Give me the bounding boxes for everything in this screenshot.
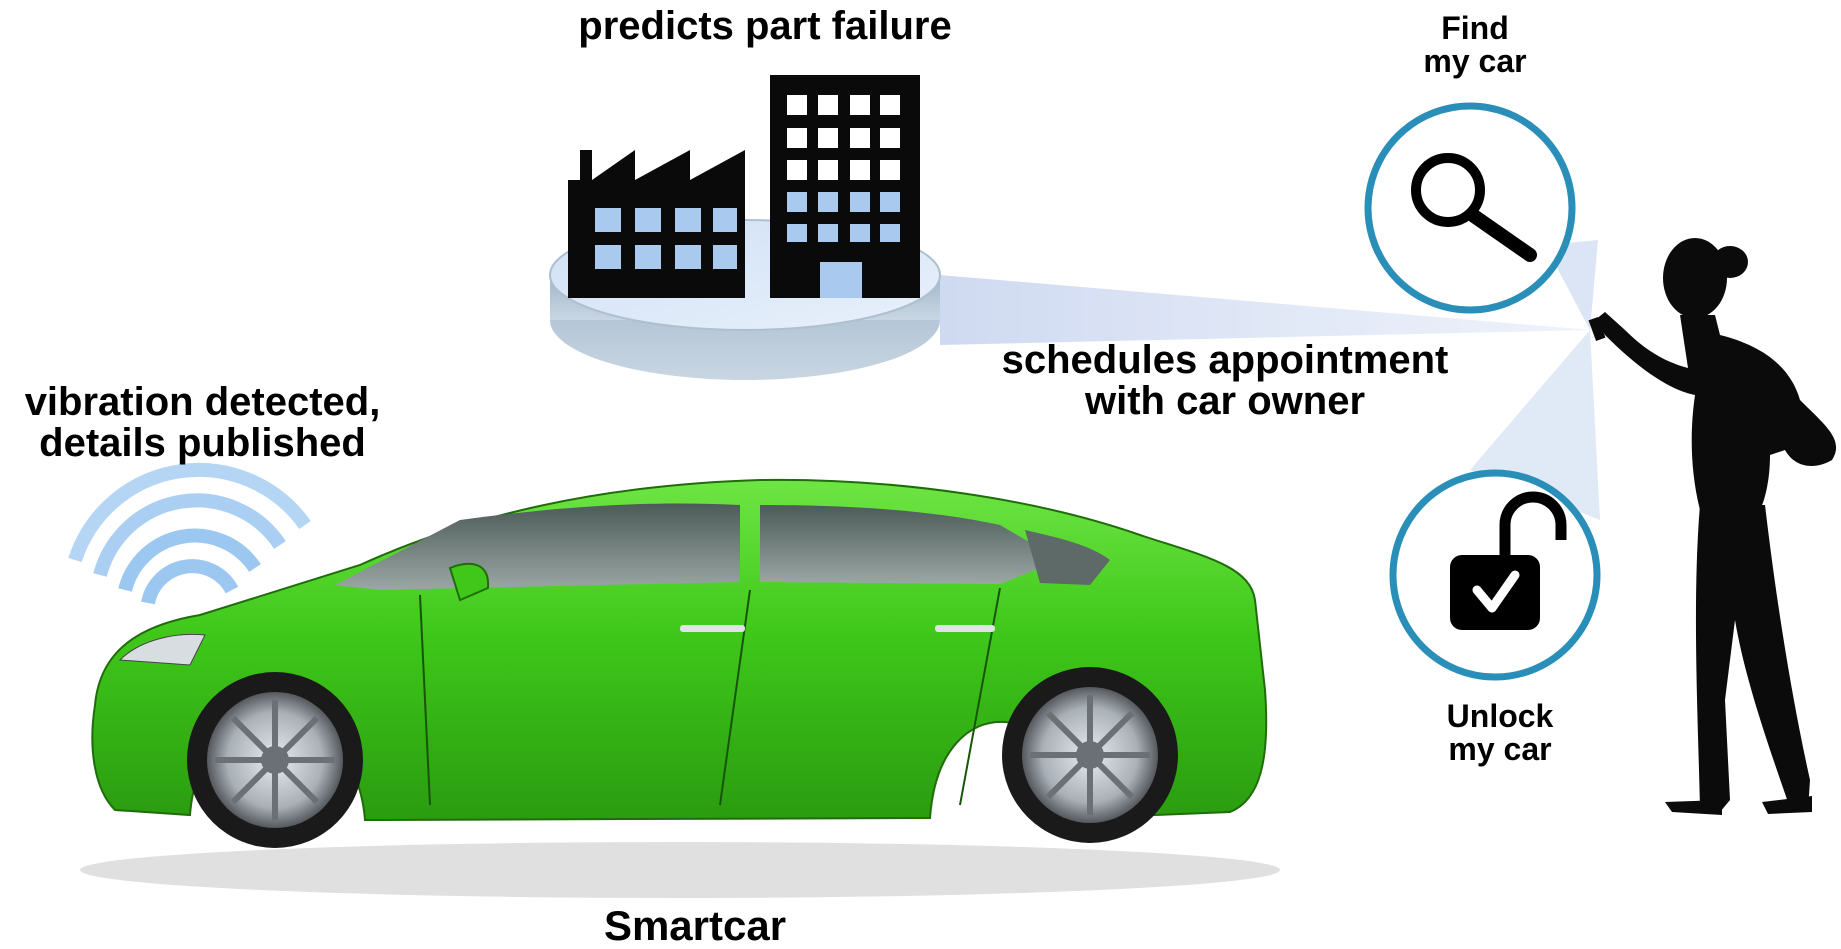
magnifier-icon <box>1411 153 1537 262</box>
smartcar-label: Smartcar <box>603 902 787 949</box>
schedules-appointment-label: schedules appointment with car owner <box>1001 338 1449 423</box>
vibration-detected-label: vibration detected, details published <box>24 380 381 465</box>
open-padlock-icon <box>1450 491 1567 630</box>
find-my-car-label: Find my car <box>1423 10 1527 79</box>
find-my-car-circle <box>1364 102 1576 314</box>
factory-icon <box>549 75 941 380</box>
wireless-signal-icon <box>68 462 311 605</box>
unlock-my-car-label: Unlock my car <box>1446 698 1554 767</box>
woman-silhouette <box>1588 238 1837 815</box>
predicts-part-failure-label: predicts part failure <box>578 4 952 48</box>
beam-factory-to-person <box>940 275 1590 345</box>
green-car <box>80 478 1280 898</box>
unlock-my-car-circle <box>1389 469 1601 681</box>
